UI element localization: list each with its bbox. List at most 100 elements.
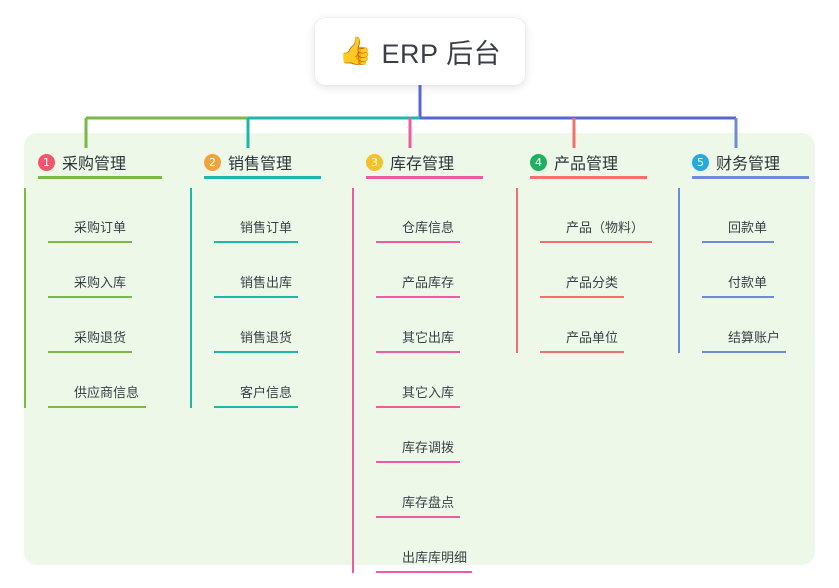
leaf-node-label: 产品分类 bbox=[566, 275, 619, 290]
leaf-node-label: 销售订单 bbox=[240, 220, 293, 235]
leaf-node[interactable]: 产品（物料） bbox=[540, 188, 652, 243]
column-2: 2 销售管理销售订单销售出库销售退货客户信息 bbox=[190, 145, 321, 408]
leaf-node[interactable]: 产品分类 bbox=[540, 243, 624, 298]
column-badge-2: 2 bbox=[204, 153, 221, 171]
leaf-node[interactable]: 产品库存 bbox=[376, 243, 460, 298]
leaf-node-label: 采购入库 bbox=[74, 275, 127, 290]
column-title: 库存管理 bbox=[390, 156, 455, 173]
leaf-node-underline bbox=[214, 241, 298, 243]
column-underline bbox=[366, 176, 483, 179]
leaf-node-label: 出库库明细 bbox=[402, 550, 468, 565]
column-badge-3: 3 bbox=[366, 153, 383, 171]
leaf-node-underline bbox=[48, 241, 132, 243]
column-underline bbox=[692, 176, 809, 179]
leaf-node-label: 产品库存 bbox=[402, 275, 455, 290]
leaf-node-underline bbox=[376, 571, 472, 573]
leaf-node-label: 库存调拨 bbox=[402, 440, 455, 455]
leaf-node-underline bbox=[540, 351, 624, 353]
column-5: 5 财务管理回款单付款单结算账户 bbox=[678, 145, 809, 353]
leaf-node-label: 采购订单 bbox=[74, 220, 127, 235]
leaf-node-underline bbox=[540, 296, 624, 298]
leaf-node[interactable]: 库存盘点 bbox=[376, 463, 460, 518]
leaf-node[interactable]: 付款单 bbox=[702, 243, 780, 298]
leaf-node-underline bbox=[214, 296, 298, 298]
leaf-node-underline bbox=[214, 406, 298, 408]
column-badge-1: 1 bbox=[38, 153, 55, 171]
leaf-node[interactable]: 采购退货 bbox=[48, 298, 132, 353]
leaf-node[interactable]: 库存调拨 bbox=[376, 408, 460, 463]
column-3: 3 库存管理仓库信息产品库存其它出库其它入库库存调拨库存盘点出库库明细 bbox=[352, 145, 483, 573]
leaf-node-underline bbox=[376, 516, 460, 518]
column-header-4[interactable]: 4 产品管理 bbox=[516, 145, 647, 179]
leaf-node-underline bbox=[48, 406, 146, 408]
column-4: 4 产品管理产品（物料） 产品分类产品单位 bbox=[516, 145, 652, 353]
column-spine bbox=[190, 188, 192, 408]
column-items: 仓库信息产品库存其它出库其它入库库存调拨库存盘点出库库明细 bbox=[352, 188, 472, 573]
column-items: 回款单付款单结算账户 bbox=[678, 188, 786, 353]
leaf-node-underline bbox=[376, 406, 460, 408]
leaf-node-label: 产品（物料） bbox=[566, 220, 645, 235]
leaf-node-label: 供应商信息 bbox=[74, 385, 140, 400]
column-underline bbox=[38, 176, 162, 179]
leaf-node-underline bbox=[376, 351, 460, 353]
leaf-node-underline bbox=[48, 351, 132, 353]
leaf-node[interactable]: 销售退货 bbox=[214, 298, 298, 353]
leaf-node-underline bbox=[48, 296, 132, 298]
column-header-3[interactable]: 3 库存管理 bbox=[352, 145, 483, 179]
column-spine bbox=[516, 188, 518, 353]
leaf-node-label: 付款单 bbox=[728, 275, 768, 290]
leaf-node-label: 客户信息 bbox=[240, 385, 293, 400]
leaf-node-label: 销售退货 bbox=[240, 330, 293, 345]
column-badge-5: 5 bbox=[692, 153, 709, 171]
leaf-node-label: 库存盘点 bbox=[402, 495, 455, 510]
leaf-node-underline bbox=[376, 461, 460, 463]
leaf-node-underline bbox=[214, 351, 298, 353]
leaf-node[interactable]: 销售出库 bbox=[214, 243, 298, 298]
leaf-node[interactable]: 仓库信息 bbox=[376, 188, 460, 243]
column-spine bbox=[678, 188, 680, 353]
leaf-node[interactable]: 供应商信息 bbox=[48, 353, 146, 408]
column-title: 财务管理 bbox=[716, 156, 781, 173]
leaf-node-underline bbox=[702, 241, 774, 243]
leaf-node[interactable]: 采购入库 bbox=[48, 243, 132, 298]
column-badge-4: 4 bbox=[530, 153, 547, 171]
leaf-node-label: 采购退货 bbox=[74, 330, 127, 345]
leaf-node-label: 其它出库 bbox=[402, 330, 455, 345]
column-spine bbox=[352, 188, 354, 573]
column-underline bbox=[530, 176, 647, 179]
column-items: 销售订单销售出库销售退货客户信息 bbox=[190, 188, 298, 408]
column-items: 采购订单采购入库采购退货供应商信息 bbox=[24, 188, 146, 408]
column-header-2[interactable]: 2 销售管理 bbox=[190, 145, 321, 179]
leaf-node[interactable]: 回款单 bbox=[702, 188, 780, 243]
leaf-node[interactable]: 结算账户 bbox=[702, 298, 786, 353]
root-node-card[interactable]: 👍 ERP 后台 bbox=[315, 18, 525, 85]
column-title: 产品管理 bbox=[554, 156, 619, 173]
leaf-node-underline bbox=[702, 296, 774, 298]
column-title: 销售管理 bbox=[228, 156, 293, 173]
root-node-title: ERP 后台 bbox=[381, 39, 502, 69]
leaf-node[interactable]: 产品单位 bbox=[540, 298, 624, 353]
thumbs-up-icon: 👍 bbox=[338, 36, 373, 66]
leaf-node[interactable]: 其它入库 bbox=[376, 353, 460, 408]
column-header-5[interactable]: 5 财务管理 bbox=[678, 145, 809, 179]
leaf-node-underline bbox=[376, 241, 460, 243]
column-underline bbox=[204, 176, 321, 179]
column-header-1[interactable]: 1 采购管理 bbox=[24, 145, 162, 179]
leaf-node[interactable]: 采购订单 bbox=[48, 188, 132, 243]
leaf-node-label: 销售出库 bbox=[240, 275, 293, 290]
column-title: 采购管理 bbox=[62, 156, 127, 173]
leaf-node[interactable]: 客户信息 bbox=[214, 353, 298, 408]
leaf-node[interactable]: 出库库明细 bbox=[376, 518, 472, 573]
diagram-panel bbox=[24, 133, 815, 565]
column-1: 1 采购管理采购订单采购入库采购退货供应商信息 bbox=[24, 145, 162, 408]
leaf-node-underline bbox=[376, 296, 460, 298]
leaf-node-label: 其它入库 bbox=[402, 385, 455, 400]
leaf-node-underline bbox=[702, 351, 786, 353]
leaf-node[interactable]: 其它出库 bbox=[376, 298, 460, 353]
column-spine bbox=[24, 188, 26, 408]
leaf-node-underline bbox=[540, 241, 652, 243]
leaf-node-label: 产品单位 bbox=[566, 330, 619, 345]
leaf-node-label: 仓库信息 bbox=[402, 220, 455, 235]
leaf-node-label: 回款单 bbox=[728, 220, 768, 235]
leaf-node[interactable]: 销售订单 bbox=[214, 188, 298, 243]
